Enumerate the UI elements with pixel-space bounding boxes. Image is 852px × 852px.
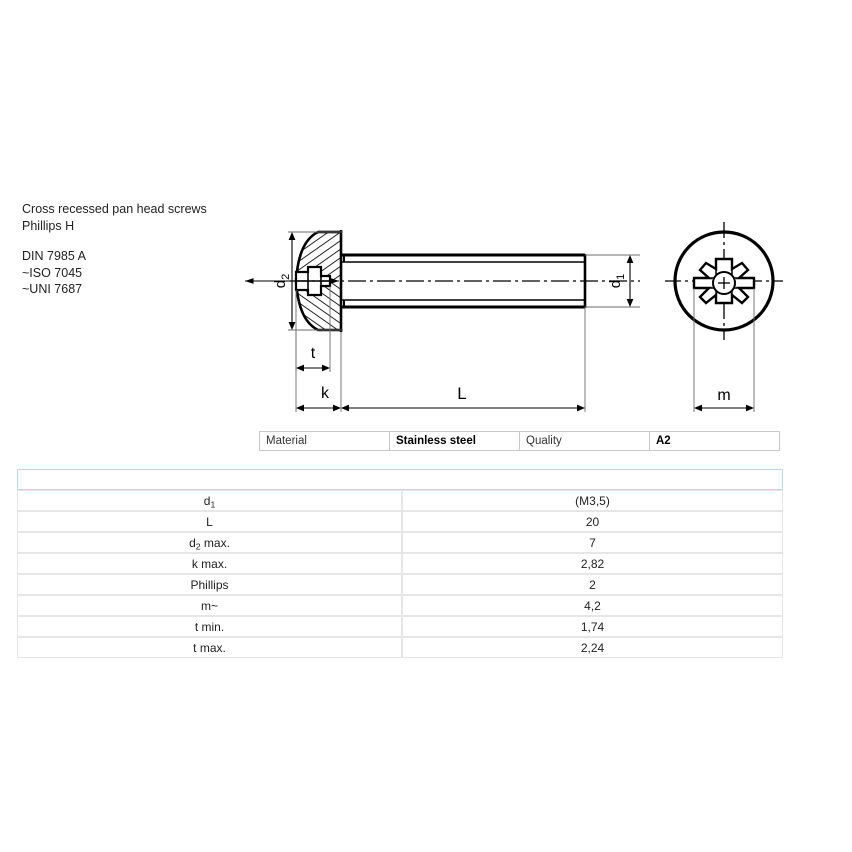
material-value: Stainless steel (389, 431, 520, 451)
dimension-value-cell: 7 (401, 532, 783, 553)
dimension-value-cell: 20 (401, 511, 783, 532)
dimension-value-cell: 2 (401, 574, 783, 595)
dimension-k: k (295, 330, 342, 412)
dimension-m: m (693, 288, 755, 412)
title-block: Cross recessed pan head screws Phillips … (22, 201, 262, 298)
table-header-cell (17, 469, 783, 490)
standards-group: DIN 7985 A ~ISO 7045 ~UNI 7687 (22, 248, 262, 298)
screw-head-section (294, 230, 343, 332)
dimension-L: L (341, 307, 586, 412)
standard-iso: ~ISO 7045 (22, 265, 83, 280)
svg-text:m: m (717, 387, 730, 404)
table-row: d1(M3,5) (17, 490, 783, 511)
standard-din: DIN 7985 A (22, 249, 86, 263)
table-row: k max.2,82 (17, 553, 783, 574)
svg-text:d2: d2 (272, 274, 292, 288)
svg-text:L: L (457, 384, 466, 403)
dimension-value-cell: 1,74 (401, 616, 783, 637)
svg-text:d1: d1 (607, 274, 627, 288)
screw-shank (341, 253, 587, 309)
dimension-name-cell: k max. (17, 553, 402, 574)
cross-recess-icon (692, 257, 756, 305)
dimension-name-cell: d2 max. (17, 532, 402, 553)
spec-bar: Material Stainless steel Quality A2 (259, 431, 780, 451)
standard-uni: ~UNI 7687 (22, 282, 83, 296)
svg-text:k: k (321, 385, 330, 402)
material-label: Material (259, 431, 390, 451)
product-title-line-2: Phillips H (22, 218, 75, 233)
end-view: m (665, 222, 783, 412)
table-row: m~4,2 (17, 595, 783, 616)
quality-value: A2 (649, 431, 780, 451)
dimension-value-cell: 2,24 (401, 637, 783, 658)
dimension-t: t (295, 286, 331, 372)
dimension-name-cell: t min. (17, 616, 402, 637)
dimension-value-cell: (M3,5) (401, 490, 783, 511)
dimension-name-cell: t max. (17, 637, 402, 658)
quality-label: Quality (519, 431, 650, 451)
dimension-d1: d1 (585, 254, 640, 308)
table-row: t max.2,24 (17, 637, 783, 658)
dimension-name-cell: m~ (17, 595, 402, 616)
svg-text:t: t (311, 345, 316, 362)
product-title-line-1: Cross recessed pan head screws (22, 202, 207, 216)
dimension-name-cell: d1 (17, 490, 402, 511)
table-row: t min.1,74 (17, 616, 783, 637)
dimension-value-cell: 4,2 (401, 595, 783, 616)
dimension-value-cell: 2,82 (401, 553, 783, 574)
table-row: d2 max.7 (17, 532, 783, 553)
dimension-name-cell: L (17, 511, 402, 532)
table-header-row (17, 469, 783, 490)
dimension-name-cell: Phillips (17, 574, 402, 595)
